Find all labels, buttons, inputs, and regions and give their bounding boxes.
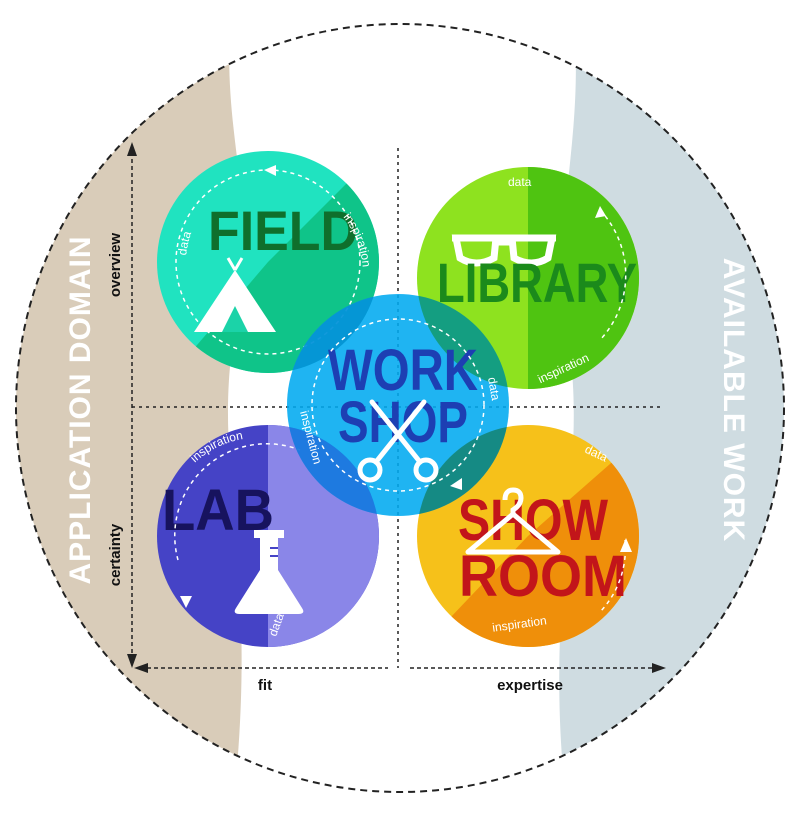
scissors-icon bbox=[357, 399, 439, 483]
tent-icon bbox=[194, 257, 276, 332]
application-domain-band bbox=[16, 24, 244, 792]
flask-icon bbox=[234, 530, 304, 614]
application-domain-label: APPLICATION DOMAIN bbox=[64, 235, 97, 584]
workshop-title-line1: WORK bbox=[328, 338, 478, 403]
fit-axis-label: fit bbox=[258, 677, 272, 694]
available-work-band bbox=[559, 24, 784, 792]
library-title: LIBRARY bbox=[437, 251, 637, 314]
showroom-title-line2: ROOM bbox=[459, 544, 627, 609]
library-data-label: data bbox=[508, 175, 532, 189]
field-data-label: data bbox=[175, 229, 194, 256]
field-title: FIELD bbox=[208, 199, 358, 262]
workshop-cycle-arrow bbox=[311, 318, 485, 492]
expertise-axis-label: expertise bbox=[497, 677, 563, 694]
outer-dashed-circle bbox=[15, 23, 785, 793]
library-cycle-arrow bbox=[599, 209, 627, 341]
glasses-icon bbox=[451, 234, 557, 267]
available-work-label: AVAILABLE WORK bbox=[717, 258, 750, 543]
overview-axis-label: overview bbox=[107, 233, 124, 298]
workshop-data-label: data bbox=[485, 376, 503, 402]
hanger-icon bbox=[465, 487, 561, 555]
certainty-axis-label: certainty bbox=[107, 523, 124, 586]
workshop-title-line2: SHOP bbox=[338, 390, 468, 455]
